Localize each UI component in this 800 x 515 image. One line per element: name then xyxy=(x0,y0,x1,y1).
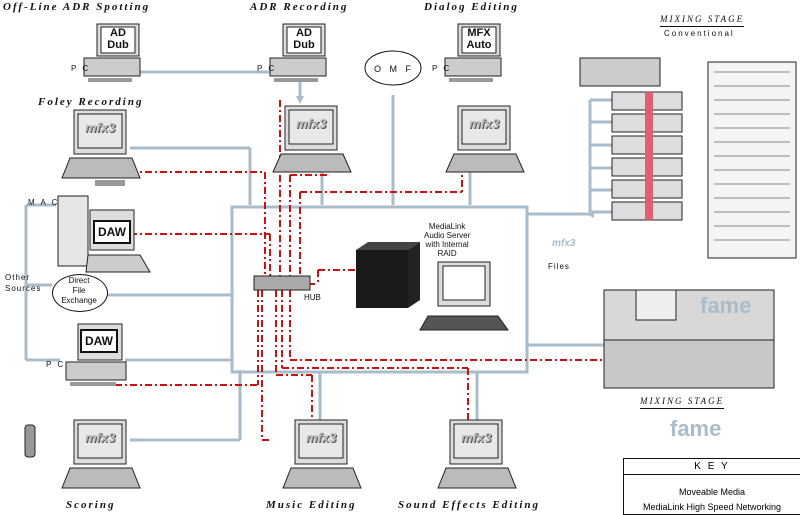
audio-server xyxy=(356,242,509,331)
hub-label: HUB xyxy=(304,293,321,302)
mixing-fame-title: MIXING STAGE xyxy=(640,396,725,406)
mfx-logo-dialog: mfx3 xyxy=(469,116,500,131)
station-adr xyxy=(272,105,352,173)
other-sources-label: Other Sources xyxy=(5,273,42,293)
screen-ad-dub-1: AD Dub xyxy=(103,28,133,52)
mfx-logo-sfx: mfx3 xyxy=(461,430,492,445)
label-dialog-editing: Dialog Editing xyxy=(424,1,519,13)
omf-oval xyxy=(364,50,422,86)
mfx-files-logo: mfx3 xyxy=(552,238,576,249)
fame-console-logo: fame xyxy=(700,293,752,318)
omf-label: O M F xyxy=(374,64,414,74)
station-foley xyxy=(61,109,141,186)
mixing-conventional-subtitle: Conventional xyxy=(664,29,735,38)
station-scoring xyxy=(61,419,141,489)
mfx-logo-music: mfx3 xyxy=(306,430,337,445)
key-title: K E Y xyxy=(694,461,730,472)
station-dialog xyxy=(445,105,525,173)
host-pc-3: P C xyxy=(432,64,452,73)
moveable-media-lines xyxy=(24,70,612,442)
host-pc-daw: P C xyxy=(46,360,66,369)
server-label: MediaLink Audio Server with Internal RAI… xyxy=(424,222,471,258)
screen-daw-mac: DAW xyxy=(93,220,131,244)
label-scoring: Scoring xyxy=(66,499,116,511)
mfx-files-label: Files xyxy=(548,262,570,271)
screen-ad-dub-2: AD Dub xyxy=(289,28,319,52)
medialink-network-lines xyxy=(100,100,620,441)
host-pc-2: P C xyxy=(257,64,277,73)
removable-drive xyxy=(24,424,36,458)
key-legend: K E Y Moveable Media MediaLink High Spee… xyxy=(623,458,800,515)
server-room-boundary xyxy=(230,205,529,374)
host-mac: M A C xyxy=(28,198,60,207)
computers xyxy=(24,23,525,489)
fame-console xyxy=(603,289,775,389)
label-foley: Foley Recording xyxy=(38,96,144,108)
mfx-logo-adr: mfx3 xyxy=(296,116,327,131)
key-medialink: MediaLink High Speed Networking xyxy=(642,502,782,512)
conventional-mixing-stage xyxy=(579,57,797,259)
host-pc-1: P C xyxy=(71,64,91,73)
mixing-conventional-title: MIXING STAGE xyxy=(660,14,745,24)
fame-logo: fame xyxy=(670,416,722,441)
label-adr-recording: ADR Recording xyxy=(250,1,349,13)
mfx-logo-scoring: mfx3 xyxy=(85,430,116,445)
key-moveable-media: Moveable Media xyxy=(678,487,746,497)
mfx-logo-foley: mfx3 xyxy=(85,120,116,135)
hub-device xyxy=(253,275,311,291)
direct-file-exchange: Direct File Exchange xyxy=(61,276,97,305)
screen-daw-pc: DAW xyxy=(80,329,118,353)
label-sfx-editing: Sound Effects Editing xyxy=(398,499,541,511)
station-sfx xyxy=(437,419,517,489)
label-music-editing: Music Editing xyxy=(266,499,357,511)
label-offline-adr: Off-Line ADR Spotting xyxy=(3,1,151,13)
station-music xyxy=(282,419,362,489)
screen-mfx-auto: MFX Auto xyxy=(464,28,494,52)
